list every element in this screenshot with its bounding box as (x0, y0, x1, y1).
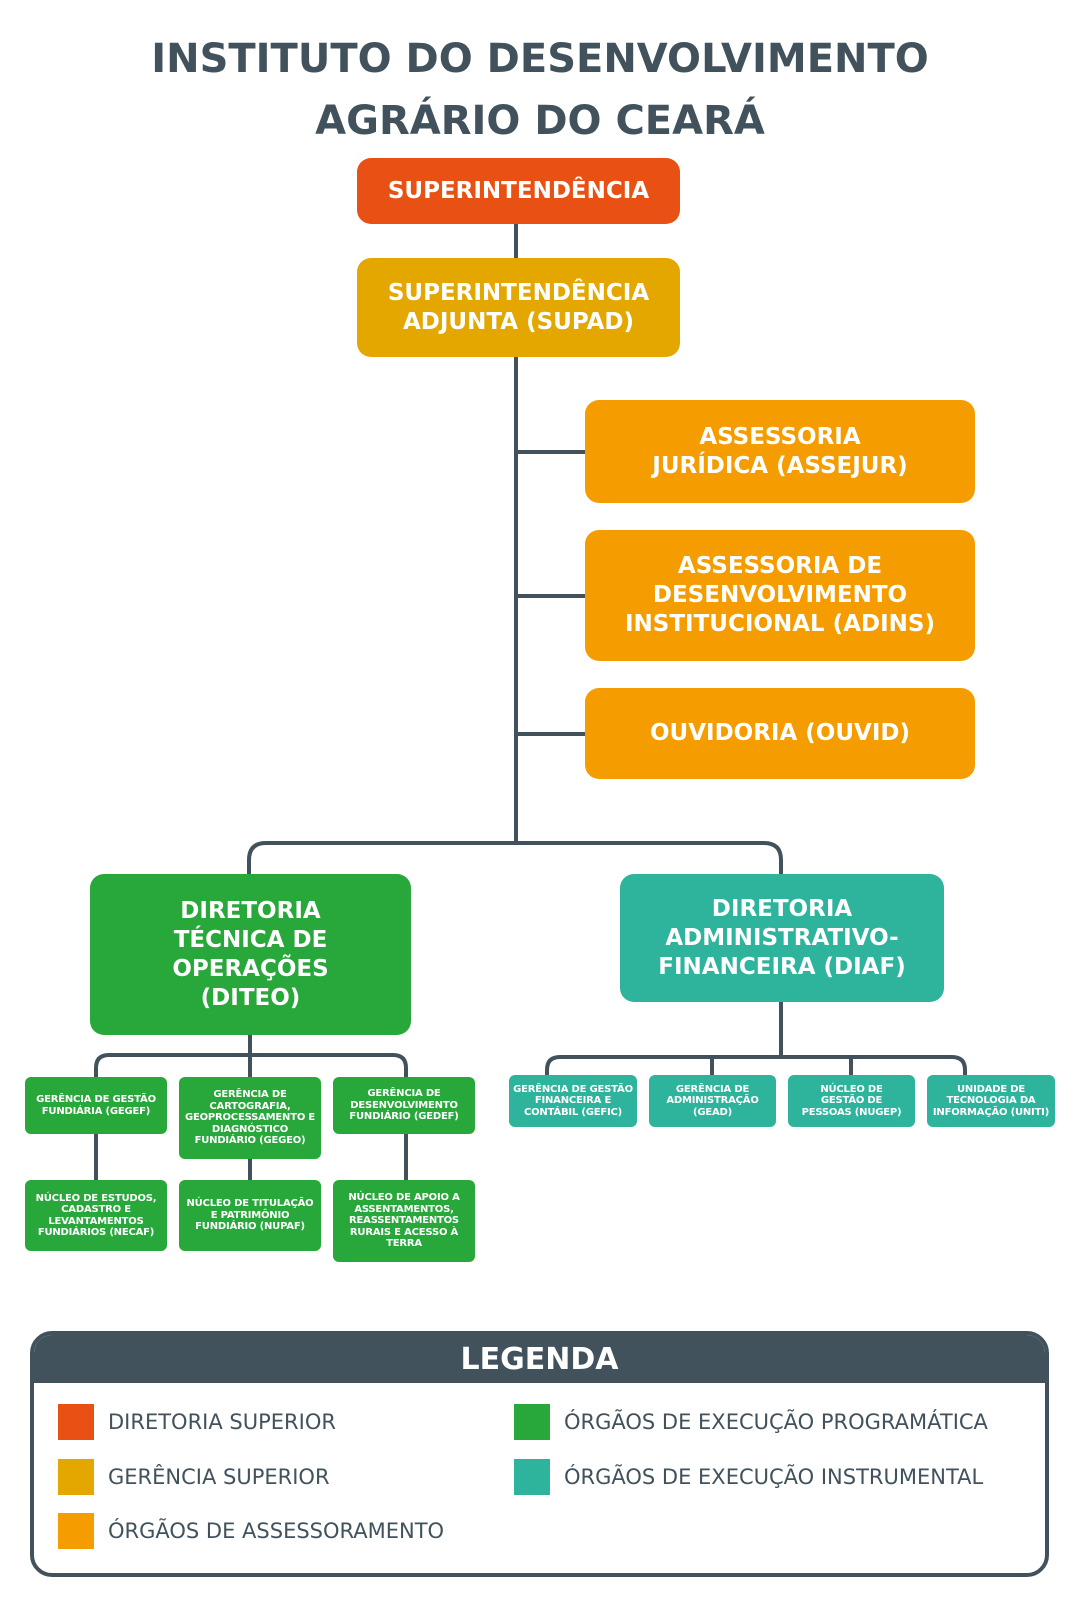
superintendencia-box[interactable]: SUPERINTENDÊNCIA (357, 158, 680, 224)
connector-diretorias (247, 841, 783, 876)
necaf-label: NÚCLEO DE ESTUDOS, CADASTRO E LEVANTAMEN… (35, 1192, 157, 1239)
gead-label: GERÊNCIA DE ADMINISTRAÇÃO (GEAD) (666, 1083, 759, 1118)
nupaf-box[interactable]: NÚCLEO DE TITULAÇÃO E PATRIMÔNIO FUNDIÁR… (179, 1180, 321, 1251)
gedef-label: GERÊNCIA DE DESENVOLVIMENTO FUNDIÁRIO (G… (349, 1088, 459, 1123)
legend-swatch (58, 1513, 94, 1549)
uniti-box[interactable]: UNIDADE DE TECNOLOGIA DA INFORMAÇÃO (UNI… (927, 1075, 1055, 1127)
legend-swatch (514, 1404, 550, 1440)
gegeo-label: GERÊNCIA DE CARTOGRAFIA, GEOPROCESSAMENT… (184, 1089, 316, 1147)
ouvid-label: OUVIDORIA (OUVID) (649, 720, 910, 746)
gefic-box[interactable]: GERÊNCIA DE GESTÃO FINANCEIRA E CONTÁBIL… (509, 1075, 637, 1127)
legend-swatch (58, 1404, 94, 1440)
diaf-box[interactable]: DIRETORIA ADMINISTRATIVO- FINANCEIRA (DI… (620, 874, 944, 1002)
nugep-label: NÚCLEO DE GESTÃO DE PESSOAS (NUGEP) (801, 1083, 902, 1118)
legend-title: LEGENDA (460, 1341, 619, 1377)
gedef-box[interactable]: GERÊNCIA DE DESENVOLVIMENTO FUNDIÁRIO (G… (333, 1077, 475, 1134)
legend-header: LEGENDA (34, 1335, 1045, 1383)
nucleo-apoio-label: NÚCLEO DE APOIO A ASSENTAMENTOS, REASSEN… (348, 1192, 460, 1250)
adins-label: ASSESSORIA DE DESENVOLVIMENTO INSTITUCIO… (625, 553, 935, 637)
diaf-label: DIRETORIA ADMINISTRATIVO- FINANCEIRA (DI… (658, 895, 906, 980)
assejur-box[interactable]: ASSESSORIA JURÍDICA (ASSEJUR) (585, 400, 975, 503)
ouvid-box[interactable]: OUVIDORIA (OUVID) (585, 688, 975, 779)
gegef-label: GERÊNCIA DE GESTÃO FUNDIÁRIA (GEGEF) (36, 1094, 156, 1117)
legend-label: GERÊNCIA SUPERIOR (108, 1465, 330, 1489)
legend: LEGENDA DIRETORIA SUPERIOR GERÊNCIA SUPE… (30, 1331, 1049, 1577)
adins-box[interactable]: ASSESSORIA DE DESENVOLVIMENTO INSTITUCIO… (585, 530, 975, 661)
necaf-box[interactable]: NÚCLEO DE ESTUDOS, CADASTRO E LEVANTAMEN… (25, 1180, 167, 1251)
supad-box[interactable]: SUPERINTENDÊNCIA ADJUNTA (SUPAD) (357, 258, 680, 357)
legend-item-gerencia-superior: GERÊNCIA SUPERIOR (58, 1459, 330, 1495)
legend-label: ÓRGÃOS DE EXECUÇÃO PROGRAMÁTICA (564, 1410, 988, 1434)
legend-label: ÓRGÃOS DE ASSESSORAMENTO (108, 1519, 445, 1543)
connector-diteo-gerencias (94, 1053, 408, 1079)
legend-item-diretoria-superior: DIRETORIA SUPERIOR (58, 1404, 336, 1440)
gegeo-box[interactable]: GERÊNCIA DE CARTOGRAFIA, GEOPROCESSAMENT… (179, 1077, 321, 1159)
legend-swatch (514, 1459, 550, 1495)
nupaf-label: NÚCLEO DE TITULAÇÃO E PATRIMÔNIO FUNDIÁR… (186, 1198, 314, 1233)
legend-label: ÓRGÃOS DE EXECUÇÃO INSTRUMENTAL (564, 1465, 984, 1489)
title-line-2: AGRÁRIO DO CEARÁ (315, 98, 765, 144)
uniti-label: UNIDADE DE TECNOLOGIA DA INFORMAÇÃO (UNI… (932, 1083, 1050, 1118)
legend-swatch (58, 1459, 94, 1495)
legend-label: DIRETORIA SUPERIOR (108, 1410, 336, 1434)
nugep-box[interactable]: NÚCLEO DE GESTÃO DE PESSOAS (NUGEP) (788, 1075, 915, 1127)
legend-item-execucao-programatica: ÓRGÃOS DE EXECUÇÃO PROGRAMÁTICA (514, 1404, 988, 1440)
title-line-1: INSTITUTO DO DESENVOLVIMENTO (151, 36, 929, 82)
diteo-label: DIRETORIA TÉCNICA DE OPERAÇÕES (DITEO) (172, 897, 329, 1011)
gead-box[interactable]: GERÊNCIA DE ADMINISTRAÇÃO (GEAD) (649, 1075, 776, 1127)
supad-label: SUPERINTENDÊNCIA ADJUNTA (SUPAD) (387, 279, 650, 335)
gefic-label: GERÊNCIA DE GESTÃO FINANCEIRA E CONTÁBIL… (513, 1083, 633, 1118)
assejur-label: ASSESSORIA JURÍDICA (ASSEJUR) (652, 423, 908, 479)
legend-item-execucao-instrumental: ÓRGÃOS DE EXECUÇÃO INSTRUMENTAL (514, 1459, 983, 1495)
diteo-box[interactable]: DIRETORIA TÉCNICA DE OPERAÇÕES (DITEO) (90, 874, 411, 1035)
legend-item-assessoramento: ÓRGÃOS DE ASSESSORAMENTO (58, 1513, 444, 1549)
nucleo-apoio-box[interactable]: NÚCLEO DE APOIO A ASSENTAMENTOS, REASSEN… (333, 1180, 475, 1262)
connector-diaf-units (545, 1055, 967, 1077)
page-title: INSTITUTO DO DESENVOLVIMENTO AGRÁRIO DO … (0, 28, 1080, 152)
superintendencia-label: SUPERINTENDÊNCIA (387, 177, 650, 204)
gegef-box[interactable]: GERÊNCIA DE GESTÃO FUNDIÁRIA (GEGEF) (25, 1077, 167, 1134)
